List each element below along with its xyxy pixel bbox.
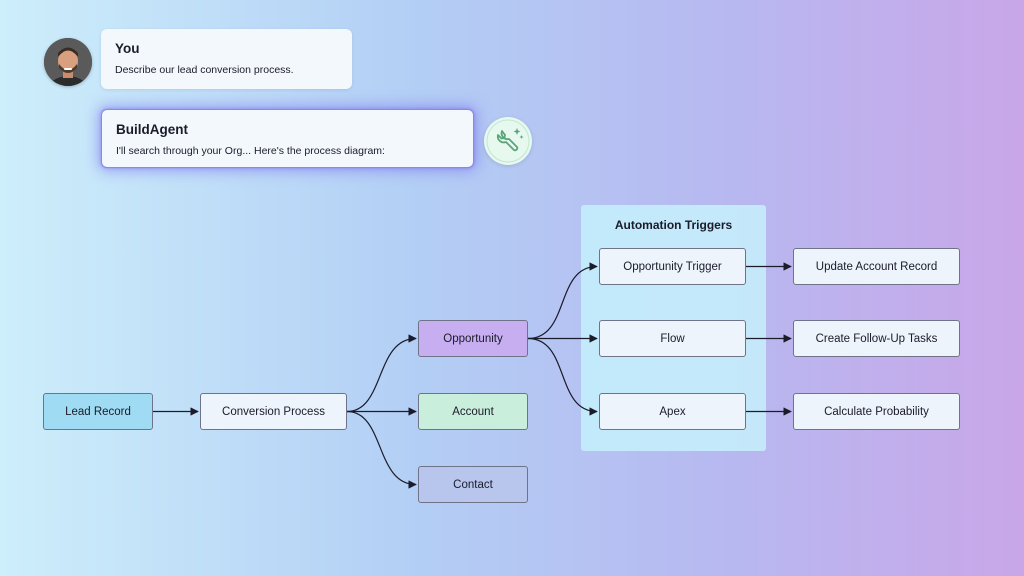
node-opportunity: Opportunity xyxy=(418,320,528,357)
node-calculate-probability: Calculate Probability xyxy=(793,393,960,430)
node-flow: Flow xyxy=(599,320,746,357)
agent-name: BuildAgent xyxy=(116,122,188,137)
edge-opportunity-to-apex xyxy=(527,337,598,416)
edge-conversion-to-contact xyxy=(346,410,417,489)
node-contact: Contact xyxy=(418,466,528,503)
node-opportunity-trigger: Opportunity Trigger xyxy=(599,248,746,285)
user-name: You xyxy=(115,41,140,56)
node-create-follow-up-tasks: Create Follow-Up Tasks xyxy=(793,320,960,357)
user-message: Describe our lead conversion process. xyxy=(115,64,294,76)
node-lead-record: Lead Record xyxy=(43,393,153,430)
node-update-account-record: Update Account Record xyxy=(793,248,960,285)
wrench-sparkle-icon xyxy=(484,117,532,165)
edge-opportunity-to-trigger xyxy=(527,262,598,340)
node-account: Account xyxy=(418,393,528,430)
user-message-bubble: You Describe our lead conversion process… xyxy=(101,29,352,89)
user-avatar xyxy=(44,38,92,86)
agent-message-bubble: BuildAgent I'll search through your Org.… xyxy=(101,109,474,168)
automation-triggers-title: Automation Triggers xyxy=(614,218,733,232)
agent-message: I'll search through your Org... Here's t… xyxy=(116,145,385,157)
node-conversion-process: Conversion Process xyxy=(200,393,347,430)
node-apex: Apex xyxy=(599,393,746,430)
edge-conversion-to-opportunity xyxy=(346,334,417,413)
